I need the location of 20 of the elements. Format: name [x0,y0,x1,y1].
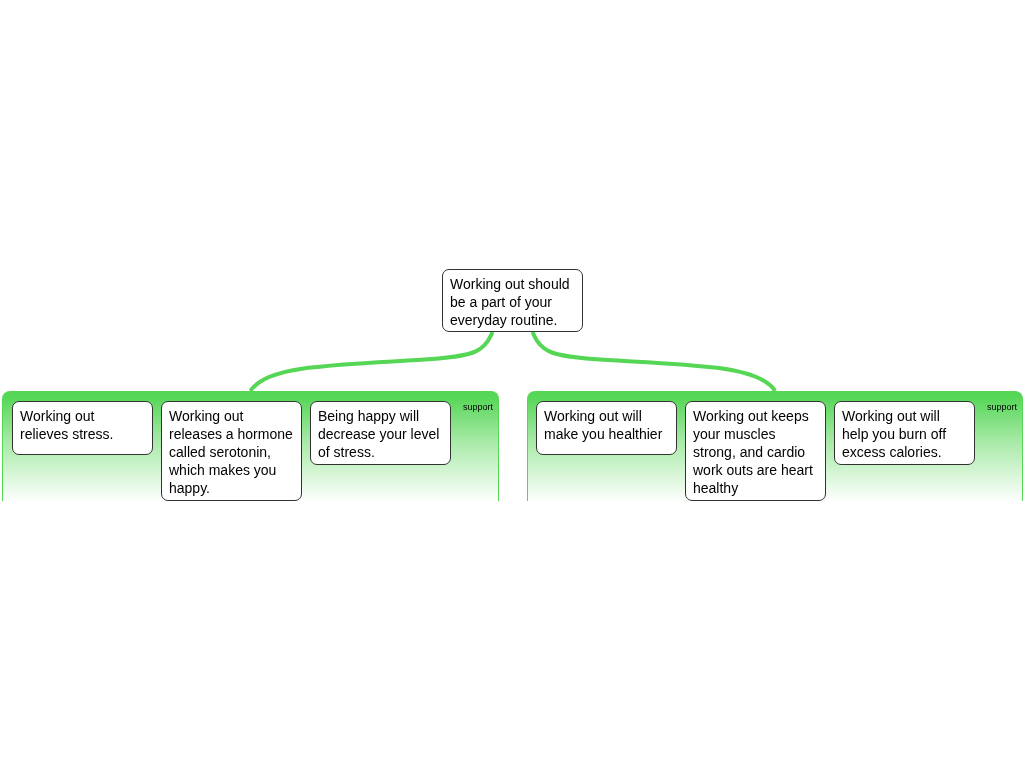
topic-text: Being happy will decrease your level of stress. [318,407,441,461]
group-panel [2,391,499,501]
topic-box [12,401,153,455]
branch-connector [530,331,777,393]
topic-text: Working out releases a hormone called serotonin, which makes you happy. [169,407,294,497]
topic-box [442,269,583,332]
group-panel [527,391,1023,501]
topic-text: Working out relieves stress. [20,407,115,443]
group-label: support [462,402,493,413]
topic-box [834,401,975,465]
topic-text: Working out will make you healthier [544,407,664,443]
topic-text: Working out keeps your muscles strong, and cardio work outs are heart healthy [693,407,814,497]
topic-box [161,401,302,501]
topic-box [536,401,677,455]
topic-box [685,401,826,501]
group-label: support [986,402,1017,413]
branch-connector [248,331,495,393]
topic-text: Working out should be a part of your everyday routine. [450,275,571,329]
topic-text: Working out will help you burn off excess calories. [842,407,948,461]
topic-box [310,401,451,465]
